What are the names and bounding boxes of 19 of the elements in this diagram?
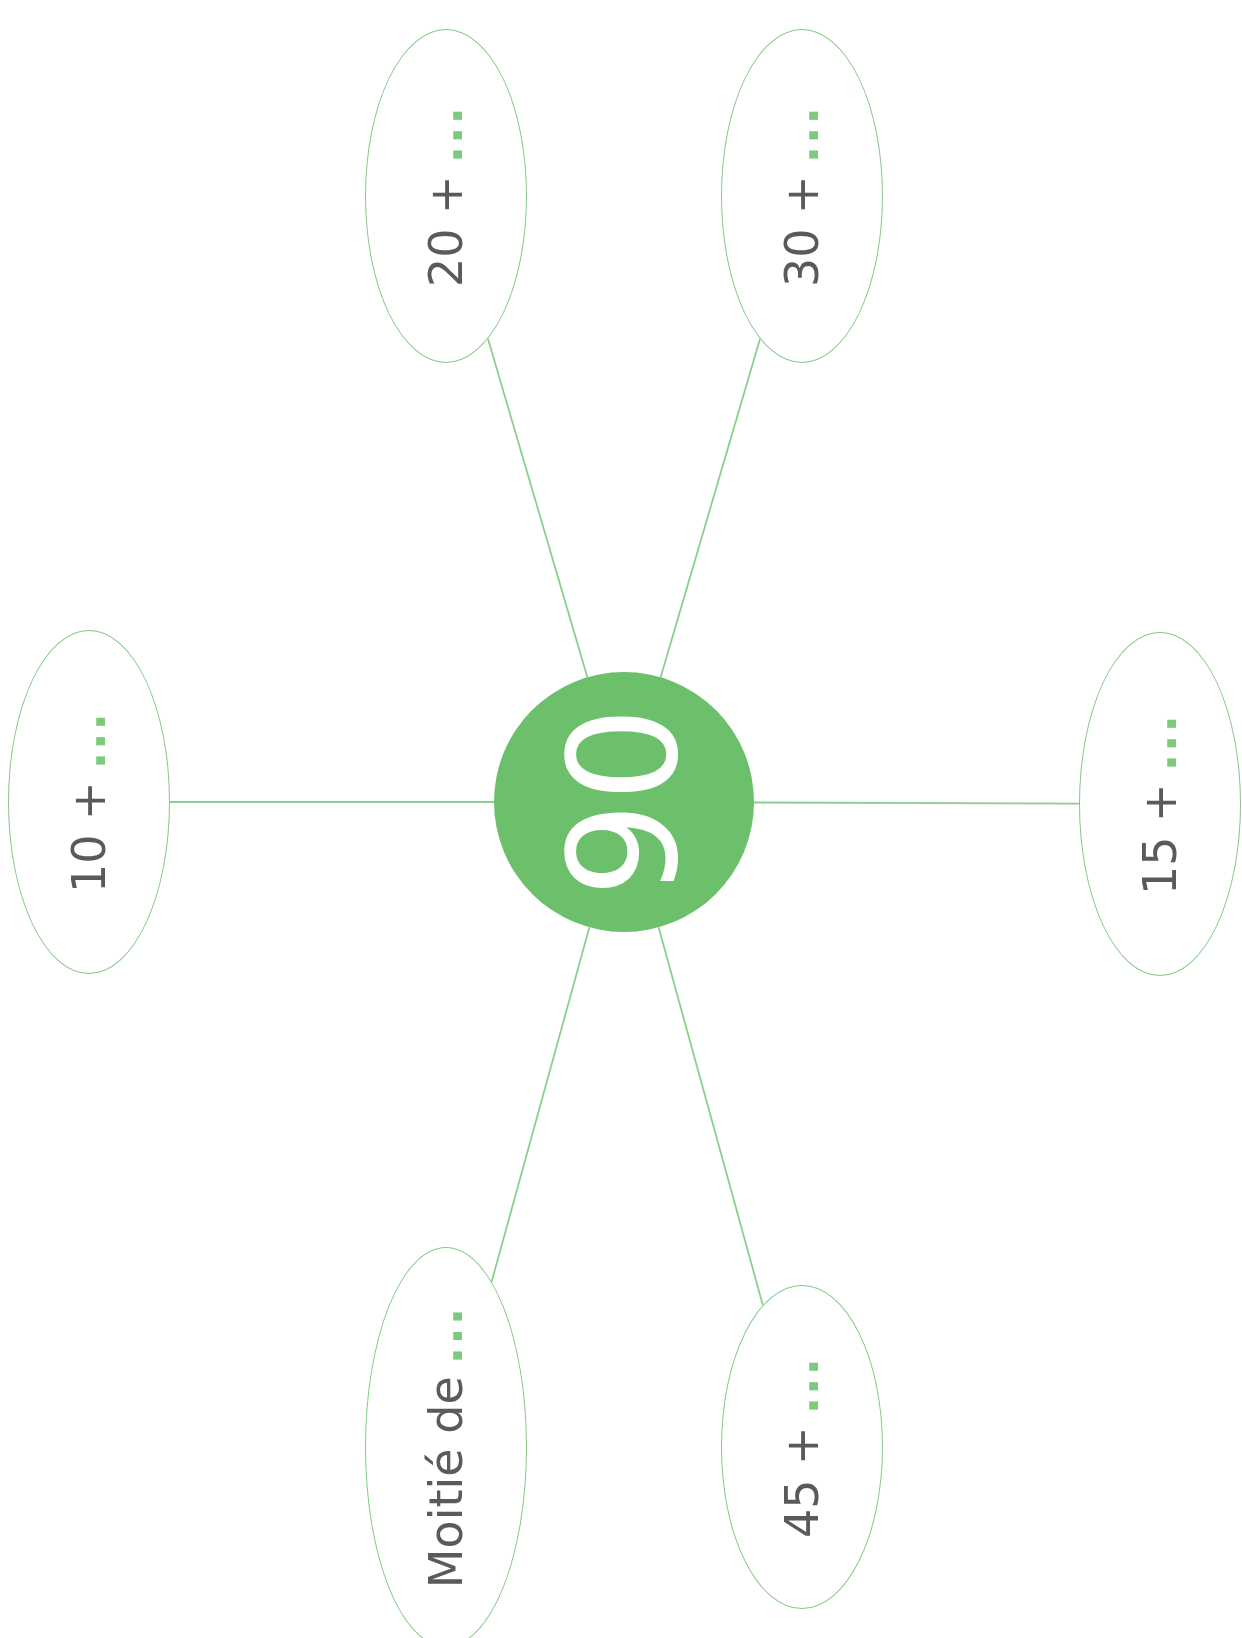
expression-text: 30 +: [775, 175, 829, 288]
blank-dots: ...: [419, 1305, 473, 1365]
blank-dots: ...: [775, 104, 829, 164]
number-text: 90: [537, 706, 711, 898]
expression-text: 15 +: [1133, 783, 1187, 896]
connector-line: [659, 337, 761, 679]
blank-dots: ...: [775, 1355, 829, 1415]
expression-text: 20 +: [419, 175, 473, 288]
blank-dots: ...: [62, 710, 116, 770]
blank-dots: ...: [1133, 712, 1187, 772]
connector-line: [657, 926, 764, 1307]
expression-text: 10 +: [62, 781, 116, 894]
expression-text: Moitié de: [419, 1376, 473, 1589]
connector-line: [753, 801, 1080, 805]
blank-dots: ...: [419, 104, 473, 164]
connector-line: [487, 337, 589, 679]
connector-line: [490, 926, 591, 1283]
connector-line: [169, 801, 495, 803]
expression-text: 45 +: [775, 1426, 829, 1539]
